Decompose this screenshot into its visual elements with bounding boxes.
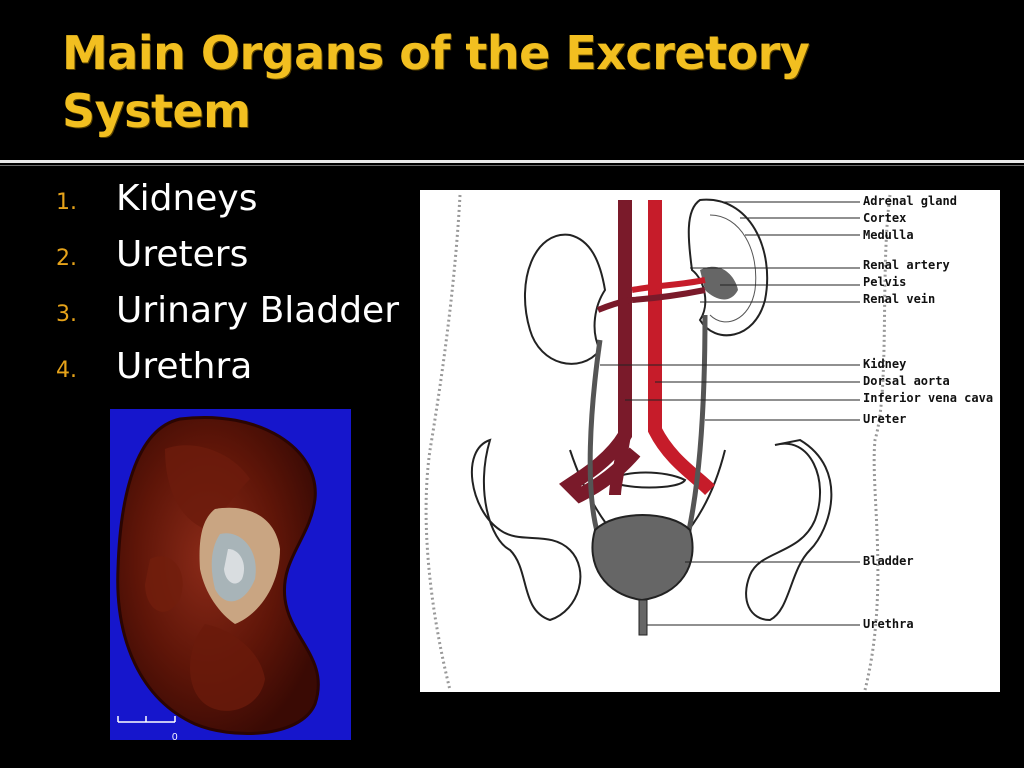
- list-text: Urethra: [116, 346, 253, 387]
- slide-title: Main Organs of the Excretory System: [62, 26, 810, 138]
- list-text: Ureters: [116, 234, 249, 275]
- label-urethra: Urethra: [863, 617, 914, 631]
- label-cortex: Cortex: [863, 211, 906, 225]
- label-inferior-vena-cava: Inferior vena cava: [863, 391, 993, 405]
- label-bladder: Bladder: [863, 554, 914, 568]
- label-medulla: Medulla: [863, 228, 914, 242]
- list-number: 3.: [56, 302, 77, 327]
- label-ureter: Ureter: [863, 412, 906, 426]
- title-divider: [0, 160, 1024, 163]
- scale-label: 0: [172, 732, 178, 740]
- title-bar: Main Organs of the Excretory System: [0, 0, 1024, 160]
- excretory-system-diagram: Adrenal gland Cortex Medulla Renal arter…: [420, 190, 1000, 692]
- list-number: 2.: [56, 246, 77, 271]
- title-divider-shadow: [0, 165, 1024, 166]
- label-renal-artery: Renal artery: [863, 258, 950, 272]
- list-number: 4.: [56, 358, 77, 383]
- list-number: 1.: [56, 190, 77, 215]
- label-kidney: Kidney: [863, 357, 906, 371]
- label-adrenal-gland: Adrenal gland: [863, 194, 957, 208]
- label-renal-vein: Renal vein: [863, 292, 935, 306]
- list-text: Kidneys: [116, 178, 258, 219]
- label-dorsal-aorta: Dorsal aorta: [863, 374, 950, 388]
- list-text: Urinary Bladder: [116, 290, 399, 331]
- label-pelvis: Pelvis: [863, 275, 906, 289]
- kidney-specimen-photo: 0: [110, 409, 351, 740]
